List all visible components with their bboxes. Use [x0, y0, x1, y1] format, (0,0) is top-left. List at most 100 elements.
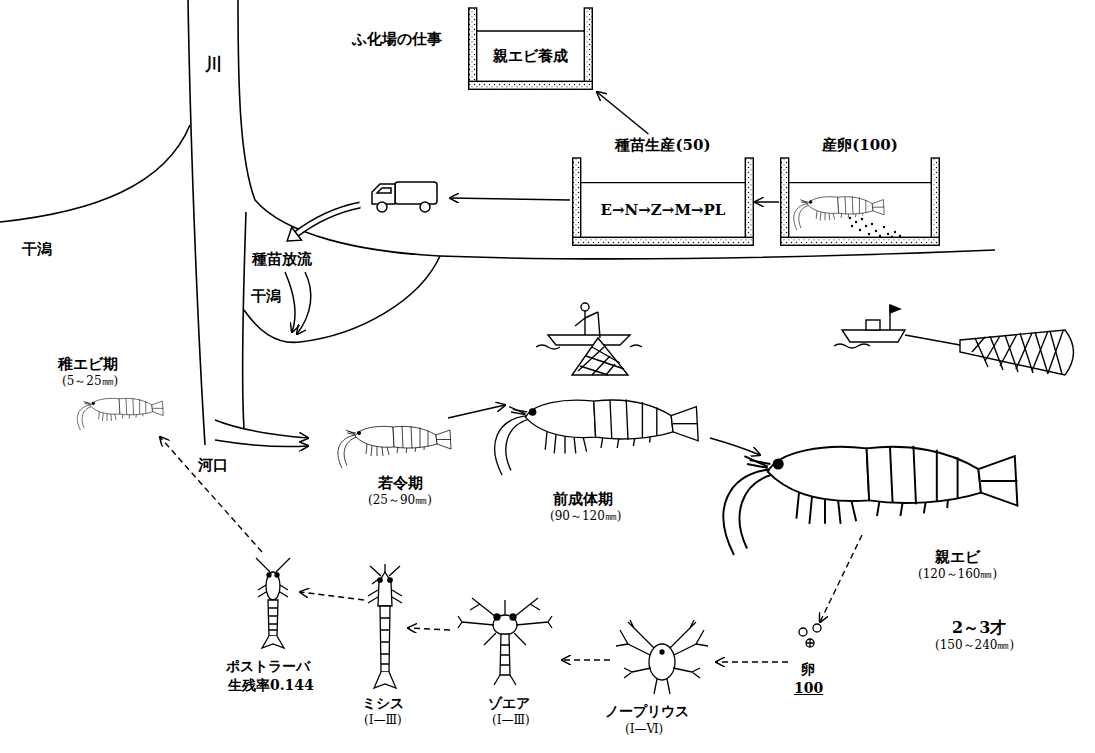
life-cycle-arrows-part [300, 592, 364, 600]
nauplius-larva-part [660, 650, 664, 654]
egg-spray-part [894, 231, 896, 233]
eggs [799, 624, 821, 647]
mysis-larva [368, 564, 402, 688]
tank-box: 産卵(100) [780, 136, 940, 246]
zoea-larva-part [500, 634, 510, 675]
postlarva-part [266, 572, 280, 600]
egg-spray-part [868, 233, 870, 235]
transport-arrows-part [448, 405, 505, 418]
zoea-larva-part [470, 598, 540, 617]
postlarva-part [275, 573, 279, 577]
shrimp-figures-part [338, 426, 451, 468]
eggs-part [806, 639, 814, 647]
postlarva-part [262, 636, 284, 648]
tank-box: 種苗生産(50)E→N→Z→M→PL [572, 136, 754, 246]
tank-heading: 産卵(100) [822, 136, 898, 154]
life-cycle-arrows-part [160, 437, 262, 552]
stage-label: (5～25㎜) [62, 374, 118, 388]
zoea-larva-part [510, 614, 516, 620]
river-and-coast-part [244, 256, 440, 342]
truck-part [420, 202, 430, 212]
hand-net-boat [536, 303, 642, 375]
tank-wall [781, 237, 940, 245]
tank-wall [931, 158, 939, 245]
postlarva-part [268, 608, 278, 630]
postlarva-part [256, 558, 290, 572]
postlarva [256, 558, 290, 648]
stage-label: (25～90㎜) [368, 493, 432, 507]
tank-wall [584, 8, 592, 89]
water-line [789, 182, 932, 183]
hand-net-boat-part [598, 312, 600, 338]
water-line [581, 182, 746, 183]
stage-label: 稚エビ期 [58, 355, 118, 373]
zoea-larva-part [493, 615, 517, 635]
egg-spray-part [851, 225, 853, 227]
zoea-larva-part [494, 614, 500, 620]
egg-spray-part [855, 221, 857, 223]
tank-box: 親エビ養成 [468, 8, 593, 90]
zoea-larva-part [504, 600, 505, 615]
eggs-part [813, 624, 821, 632]
egg-spray-part [861, 218, 863, 220]
eggs-part [806, 639, 814, 647]
river-and-coast [0, 0, 995, 445]
river-and-coast-part [188, 0, 205, 445]
stage-label: (Ⅰ—Ⅵ) [625, 722, 663, 736]
mysis-larva-part [368, 590, 402, 603]
nauplius-larva-part [616, 630, 708, 655]
water-line [477, 30, 585, 31]
tank-wall [573, 237, 754, 245]
river-label: 川 [205, 55, 222, 74]
trawl-boat-part [905, 335, 960, 345]
egg-spray [849, 217, 901, 238]
stage-label: ふ化場の仕事 [352, 30, 442, 48]
stage-label: 2～3才 [952, 618, 1006, 637]
eggs-part [799, 628, 807, 636]
transport-arrows-part [295, 205, 360, 235]
transport-arrows-part [215, 440, 308, 447]
nauplius-larva-part [624, 668, 700, 678]
tank-label: 親エビ養成 [493, 47, 568, 65]
mysis-larva-part [378, 572, 392, 606]
transport-arrows-part [450, 198, 570, 200]
egg-spray-part [859, 229, 861, 231]
shrimp-figures-part [723, 446, 1017, 555]
tank-wall [573, 158, 581, 245]
mysis-larva-part [380, 606, 390, 672]
tank-wall [469, 81, 593, 89]
stage-label: 河口 [198, 456, 228, 474]
hand-net-boat-part [575, 311, 598, 335]
stage-label: ミシス [362, 695, 404, 712]
truck-part [372, 184, 395, 204]
trawl-boat-part [890, 305, 900, 313]
stage-label: 生残率0.144 [228, 677, 314, 694]
life-cycle-arrows-part [408, 628, 450, 630]
stage-label: 親エビ [935, 548, 980, 566]
egg-spray-part [865, 225, 867, 227]
stage-label: 前成体期 [553, 490, 613, 508]
stage-label: (90～120㎜) [550, 509, 622, 523]
hand-net-boat-part [548, 335, 630, 345]
shrimp-figures-part [495, 399, 699, 475]
transport-arrows-part [285, 272, 295, 332]
zoea-larva [458, 598, 552, 685]
shrimp-figures-part [794, 196, 884, 230]
transport-arrows-part [215, 420, 308, 438]
egg-spray-part [849, 217, 851, 219]
tank-heading: 種苗生産(50) [615, 136, 710, 154]
tank-wall [745, 158, 753, 245]
zoea-larva-part [500, 645, 510, 665]
life-cycle-arrows-part [716, 661, 788, 662]
transport-arrows-part [287, 227, 301, 241]
trawl-boat-part [842, 330, 905, 342]
transport-arrows-part [295, 205, 360, 235]
mysis-larva-part [374, 672, 396, 688]
nauplius-larva-part [649, 644, 675, 680]
stage-label: ノープリウス [605, 703, 689, 720]
truck-part [377, 188, 391, 193]
zoea-larva-part [484, 633, 526, 645]
river-and-coast-part [238, 0, 995, 259]
